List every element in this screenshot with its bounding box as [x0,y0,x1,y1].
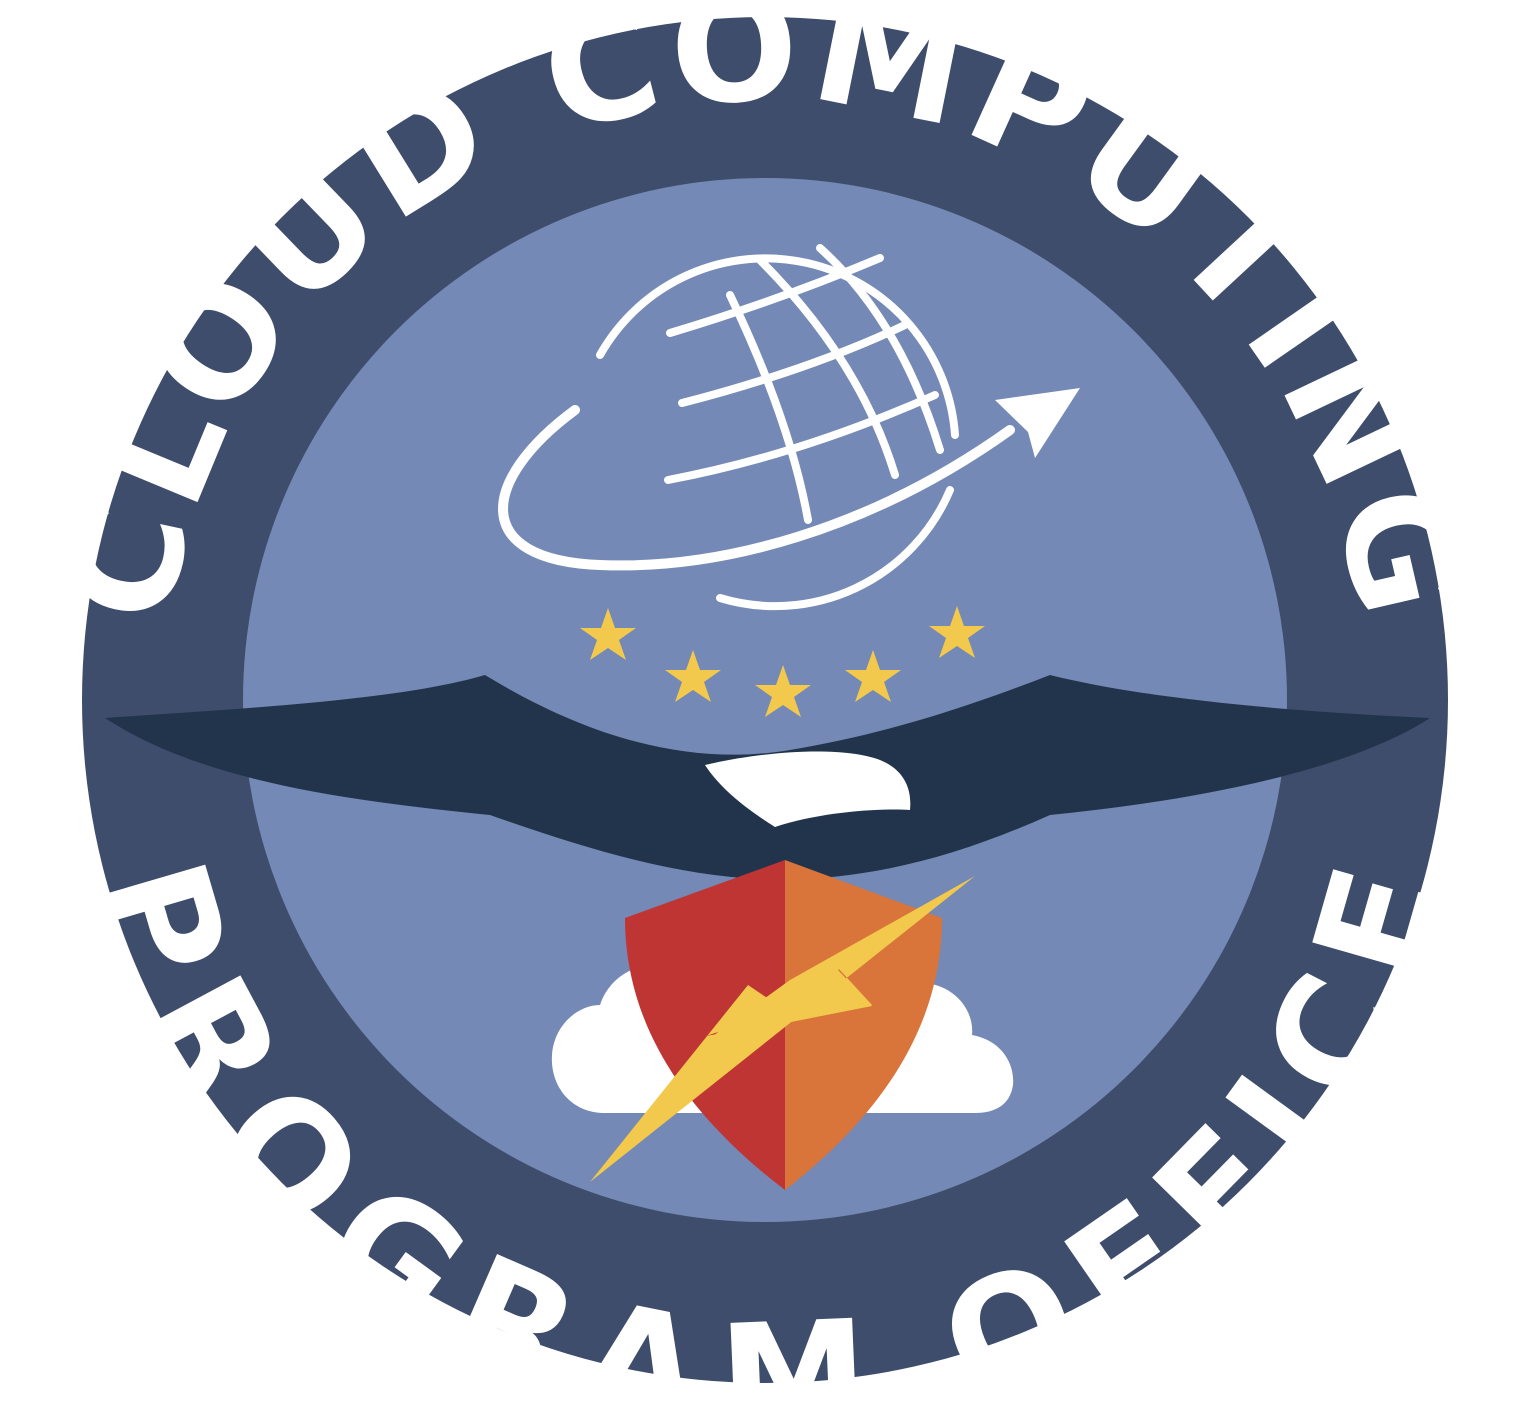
lightning-bolt-upper [710,876,975,1038]
inner-field [243,178,1287,1222]
star-icon [580,608,636,660]
star-icon [755,665,811,717]
shield-icon [625,860,942,1190]
star-icon [845,650,901,702]
star-icon [929,606,985,658]
star-icon [665,650,721,702]
globe-icon [596,244,959,611]
eagle-icon [105,675,1430,880]
lightning-bolt-icon [590,876,975,1182]
orbit-arrow-icon [498,388,1080,571]
stars-group [580,606,985,717]
